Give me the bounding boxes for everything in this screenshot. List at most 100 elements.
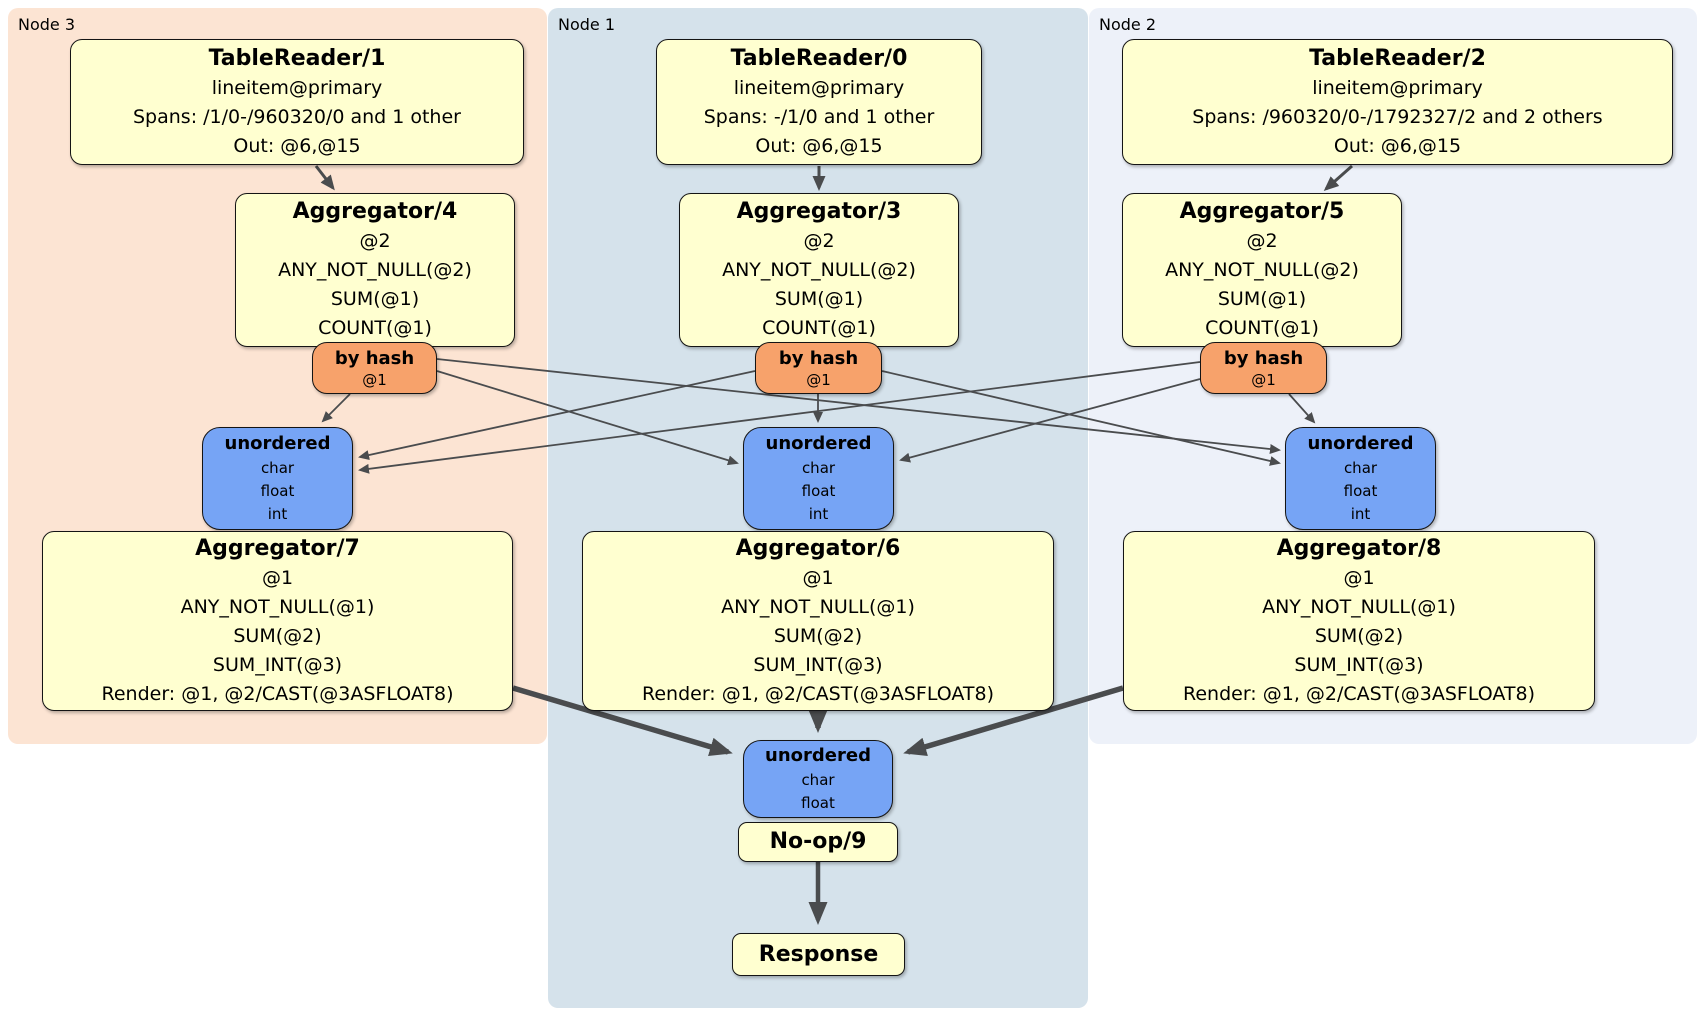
- sync-unordered-final: unordered char float: [743, 740, 893, 818]
- response-title: Response: [758, 941, 879, 967]
- sync-stream: float: [801, 794, 835, 812]
- aggregator-fn: COUNT(@1): [762, 317, 876, 339]
- region-label-node1: Node 1: [558, 15, 616, 34]
- region-label-node2: Node 2: [1099, 15, 1157, 34]
- sync-stream: float: [260, 482, 295, 500]
- edge-hash3-unordered1: [436, 370, 739, 466]
- aggregator-render: Render: @1, @2/CAST(@3ASFLOAT8): [101, 682, 454, 705]
- aggregator-fn: ANY_NOT_NULL(@1): [721, 595, 915, 618]
- region-label-node3: Node 3: [18, 15, 76, 34]
- aggregator-fn: COUNT(@1): [1205, 317, 1319, 339]
- aggregator-fn: SUM(@1): [1217, 288, 1307, 310]
- edge-tr2-agg5: [1323, 164, 1353, 191]
- sync-stream: int: [1350, 505, 1371, 523]
- sync-unordered-node2: unordered char float int: [1285, 427, 1436, 530]
- processor-title: Aggregator/4: [292, 199, 458, 224]
- sync-unordered-node3: unordered char float int: [202, 427, 353, 530]
- router-title: by hash: [778, 348, 859, 369]
- aggregator-fn: ANY_NOT_NULL(@2): [722, 259, 916, 281]
- processor-title: Aggregator/5: [1179, 199, 1345, 224]
- processor-title: TableReader/0: [730, 45, 908, 71]
- processor-aggregator-5: Aggregator/5 @2 ANY_NOT_NULL(@2) SUM(@1)…: [1122, 193, 1402, 347]
- aggregator-fn: SUM(@1): [774, 288, 864, 310]
- processor-title: TableReader/2: [1309, 45, 1486, 71]
- processor-spans: Spans: /960320/0-/1792327/2 and 2 others: [1192, 105, 1603, 128]
- aggregator-render: Render: @1, @2/CAST(@3ASFLOAT8): [1183, 682, 1535, 705]
- aggregator-fn: SUM_INT(@3): [1294, 653, 1424, 676]
- processor-aggregator-8: Aggregator/8 @1 ANY_NOT_NULL(@1) SUM(@2)…: [1123, 531, 1595, 711]
- processor-index: lineitem@primary: [211, 76, 383, 99]
- edge-hash1-unordered3: [358, 370, 756, 460]
- router-by-hash-node2: by hash @1: [1200, 342, 1327, 394]
- processor-aggregator-4: Aggregator/4 @2 ANY_NOT_NULL(@2) SUM(@1)…: [235, 193, 515, 347]
- processor-title: Aggregator/3: [736, 199, 902, 224]
- aggregator-fn: ANY_NOT_NULL(@1): [180, 595, 375, 618]
- sync-stream: int: [267, 505, 288, 523]
- processor-aggregator-7: Aggregator/7 @1 ANY_NOT_NULL(@1) SUM(@2)…: [42, 531, 513, 711]
- aggregator-fn: SUM(@1): [330, 288, 420, 310]
- processor-index: lineitem@primary: [1312, 76, 1483, 99]
- edge-tr1-agg4: [314, 165, 335, 191]
- processor-aggregator-6: Aggregator/6 @1 ANY_NOT_NULL(@1) SUM(@2)…: [582, 531, 1054, 711]
- edge-hash3-unordered3: [321, 393, 351, 423]
- aggregator-group-cols: @2: [803, 230, 835, 252]
- router-hash-col: @1: [806, 371, 831, 389]
- aggregator-group-cols: @1: [802, 566, 834, 589]
- sync-unordered-node1: unordered char float int: [743, 427, 894, 530]
- edge-hash1-unordered2: [881, 370, 1281, 466]
- aggregator-fn: ANY_NOT_NULL(@2): [278, 259, 472, 281]
- sync-stream: char: [1343, 459, 1378, 477]
- edge-agg7-final: [512, 685, 733, 756]
- router-hash-col: @1: [362, 371, 387, 389]
- processor-index: lineitem@primary: [733, 76, 905, 99]
- sync-stream: char: [260, 459, 295, 477]
- edge-agg8-final: [903, 685, 1124, 756]
- processor-out: Out: @6,@15: [755, 134, 883, 157]
- processor-title: Aggregator/8: [1276, 535, 1442, 561]
- processor-spans: Spans: /1/0-/960320/0 and 1 other: [133, 105, 461, 128]
- aggregator-group-cols: @2: [359, 230, 391, 252]
- sync-stream: char: [801, 459, 836, 477]
- processor-title: Aggregator/7: [195, 535, 360, 561]
- processor-tablereader-2: TableReader/2 lineitem@primary Spans: /9…: [1122, 39, 1673, 165]
- aggregator-group-cols: @1: [1343, 566, 1375, 589]
- processor-tablereader-1: TableReader/1 lineitem@primary Spans: /1…: [70, 39, 524, 165]
- router-title: by hash: [334, 348, 415, 369]
- aggregator-fn: ANY_NOT_NULL(@2): [1165, 259, 1359, 281]
- aggregator-fn: SUM(@2): [773, 624, 863, 647]
- router-hash-col: @1: [1251, 371, 1276, 389]
- aggregator-fn: SUM(@2): [233, 624, 322, 647]
- edge-hash2-unordered2: [1288, 393, 1316, 424]
- router-title: by hash: [1223, 348, 1304, 369]
- processor-tablereader-0: TableReader/0 lineitem@primary Spans: -/…: [656, 39, 982, 165]
- processor-aggregator-3: Aggregator/3 @2 ANY_NOT_NULL(@2) SUM(@1)…: [679, 193, 959, 347]
- edge-hash3-unordered2: [436, 358, 1281, 455]
- processor-title: Aggregator/6: [735, 535, 901, 561]
- aggregator-group-cols: @2: [1246, 230, 1278, 252]
- processor-noop-9: No-op/9: [738, 822, 898, 862]
- aggregator-render: Render: @1, @2/CAST(@3ASFLOAT8): [642, 682, 994, 705]
- sync-stream: int: [808, 505, 829, 523]
- processor-out: Out: @6,@15: [1333, 134, 1462, 157]
- processor-title: No-op/9: [769, 829, 867, 854]
- edge-hash2-unordered1: [899, 378, 1201, 463]
- aggregator-fn: COUNT(@1): [318, 317, 432, 339]
- sync-title: unordered: [765, 433, 872, 454]
- sync-title: unordered: [224, 433, 331, 454]
- response-node: Response: [732, 933, 905, 976]
- sync-title: unordered: [1307, 433, 1414, 454]
- processor-out: Out: @6,@15: [233, 134, 361, 157]
- aggregator-group-cols: @1: [261, 566, 294, 589]
- router-by-hash-node3: by hash @1: [312, 342, 437, 394]
- sync-stream: float: [1343, 482, 1378, 500]
- aggregator-fn: ANY_NOT_NULL(@1): [1262, 595, 1456, 618]
- sync-stream: char: [801, 771, 835, 789]
- processor-title: TableReader/1: [208, 45, 386, 71]
- sync-title: unordered: [765, 745, 871, 766]
- sync-stream: float: [801, 482, 836, 500]
- aggregator-fn: SUM_INT(@3): [212, 653, 343, 676]
- router-by-hash-node1: by hash @1: [755, 342, 882, 394]
- edge-hash2-unordered3: [358, 361, 1201, 474]
- processor-spans: Spans: -/1/0 and 1 other: [703, 105, 935, 128]
